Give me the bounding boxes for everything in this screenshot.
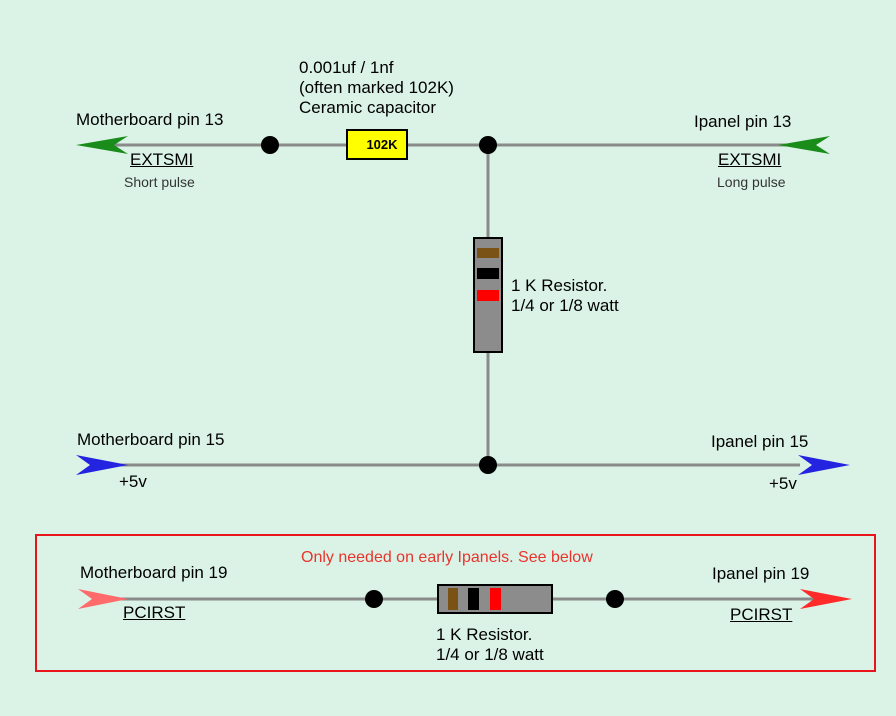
resistor-band-black [477, 268, 499, 279]
capacitor-marking: 102K [366, 137, 398, 152]
ipanel-pin19-label: Ipanel pin 19 [712, 564, 810, 583]
motherboard-pin13-label: Motherboard pin 13 [76, 110, 224, 129]
optional-section-box [35, 534, 876, 672]
right-arrow-pin19 [800, 589, 852, 609]
right-arrow-pin13-head [778, 136, 830, 154]
left-signal-5v: +5v [119, 472, 147, 491]
right-note-long-pulse: Long pulse [717, 174, 786, 190]
motherboard-pin15-label: Motherboard pin 15 [77, 430, 225, 449]
right-arrow-pin15 [798, 455, 850, 475]
ipanel-pin15-label: Ipanel pin 15 [711, 432, 809, 451]
resistor1-value: 1 K Resistor. [511, 276, 608, 295]
resistor-band-brown [448, 588, 458, 610]
capacitor-body [346, 129, 408, 160]
left-signal-extsmi: EXTSMI [130, 150, 194, 169]
capacitor-type: Ceramic capacitor [299, 98, 436, 117]
resistor2-value: 1 K Resistor. [436, 625, 533, 644]
junction-dot [606, 590, 624, 608]
right-signal-extsmi: EXTSMI [718, 150, 782, 169]
left-note-short-pulse: Short pulse [124, 174, 195, 190]
optional-note: Only needed on early Ipanels. See below [301, 549, 593, 566]
resistor-band-black [468, 588, 479, 610]
junction-dot [261, 136, 279, 154]
ipanel-pin13-label: Ipanel pin 13 [694, 112, 792, 131]
motherboard-pin19-label: Motherboard pin 19 [80, 563, 228, 582]
left-arrow-pin15 [76, 455, 128, 475]
junction-dot [365, 590, 383, 608]
junction-dot [479, 136, 497, 154]
right-signal-pcirst: PCIRST [730, 605, 793, 624]
left-arrow-pin13 [76, 136, 128, 154]
resistor2-wattage: 1/4 or 1/8 watt [436, 645, 544, 664]
left-arrow-pin19 [78, 589, 128, 609]
capacitor-value: 0.001uf / 1nf [299, 58, 394, 77]
capacitor-marking-note: (often marked 102K) [299, 78, 454, 97]
right-signal-5v: +5v [769, 474, 797, 493]
resistor-band-red [490, 588, 501, 610]
resistor1-wattage: 1/4 or 1/8 watt [511, 296, 619, 315]
resistor-band-brown [477, 248, 499, 258]
left-signal-pcirst: PCIRST [123, 603, 186, 622]
resistor-band-red [477, 290, 499, 301]
junction-dot [479, 456, 497, 474]
